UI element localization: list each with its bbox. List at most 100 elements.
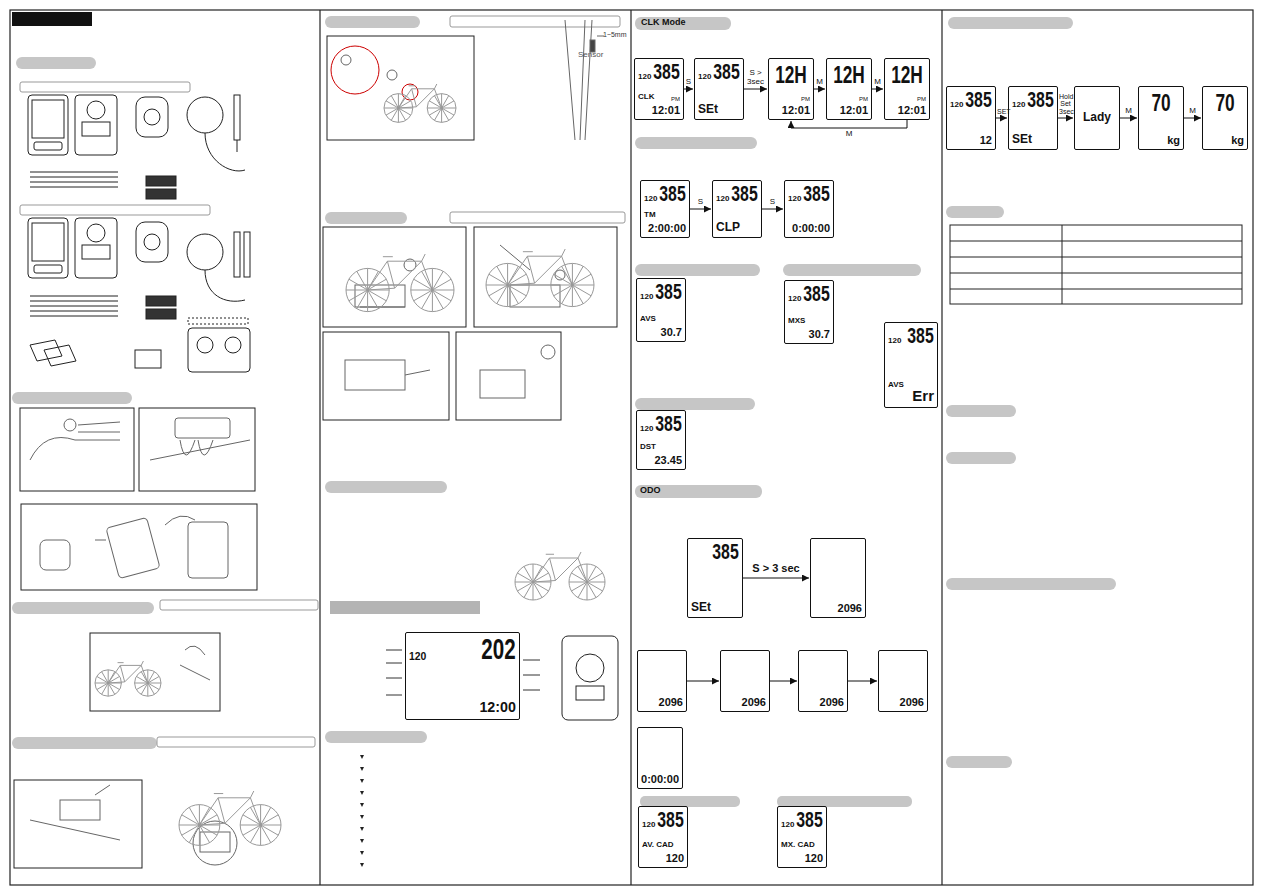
lcd-readout: 120 xyxy=(644,195,657,204)
kit-parts-part xyxy=(75,218,117,278)
lcd-readout: 385 xyxy=(797,809,823,831)
mounting-sketch-part xyxy=(175,418,230,438)
lcd-readout: 385 xyxy=(656,413,682,435)
lcd-readout: 2096 xyxy=(820,696,844,708)
wheel xyxy=(179,805,220,846)
spoke xyxy=(386,101,411,115)
lcd-readout: 12H xyxy=(891,63,923,87)
lcd-readout: 30.7 xyxy=(661,326,682,338)
spoke xyxy=(182,815,217,835)
lcd-readout: 12:01 xyxy=(652,104,680,116)
lcd-readout: 2:00:00 xyxy=(648,222,686,234)
mounting-sketch-part xyxy=(198,440,213,455)
lcd-readout: 12:00 xyxy=(479,700,516,716)
section-pill-part xyxy=(635,17,731,30)
lcd-screen: 2096 xyxy=(810,538,866,618)
picture-frame-part xyxy=(21,504,257,590)
lcd-readout: kg xyxy=(1167,134,1180,146)
flow-arrow xyxy=(996,118,1007,119)
callout-leader-part xyxy=(523,660,540,661)
lcd-readout: 2096 xyxy=(900,696,924,708)
lcd-readout: 120 xyxy=(640,293,653,302)
section-pill-part xyxy=(946,756,1012,768)
section-pill-part xyxy=(946,405,1016,417)
mounting-sketch-part xyxy=(555,270,565,280)
lcd-readout: Lady xyxy=(1083,111,1111,124)
lcd-readout: 70 xyxy=(1151,91,1170,115)
mounting-sketch xyxy=(30,20,604,865)
section-pill-part xyxy=(783,264,921,276)
mounting-sketch-part xyxy=(78,422,120,425)
spec-table-part xyxy=(950,257,1242,258)
section-pill xyxy=(12,16,1116,807)
section-pill-part xyxy=(16,57,96,69)
callout-leader-part xyxy=(523,675,540,676)
kit-parts-part xyxy=(197,337,213,353)
mounting-sketch-part xyxy=(345,360,405,390)
lcd-screen: 120385AV. CAD120 xyxy=(638,806,688,868)
mounting-sketch-part xyxy=(185,646,205,655)
lcd-readout: 385 xyxy=(660,183,686,205)
picture-frame-part xyxy=(323,227,466,327)
wheel xyxy=(515,564,551,600)
lcd-screen: 120385MX. CAD120 xyxy=(777,806,827,868)
lcd-readout: CLK xyxy=(638,93,654,102)
list-marker-part xyxy=(360,755,364,759)
kit-parts-part xyxy=(135,350,161,368)
flow-arrow xyxy=(743,578,809,579)
lcd-readout: 2096 xyxy=(659,696,683,708)
edge-label: S xyxy=(698,198,703,206)
section-pill-part xyxy=(635,398,755,410)
lcd-readout: 385 xyxy=(804,283,830,305)
kit-parts-part xyxy=(30,301,118,302)
subtitle-outline-part xyxy=(20,205,210,215)
lcd-screen: 0:00:00 xyxy=(637,727,683,789)
kit-parts-part xyxy=(234,232,240,277)
lcd-screen: 12HPM12:01 xyxy=(826,58,872,120)
edge-label: Hold Set 3sec xyxy=(1059,93,1072,115)
lcd-readout: 120 xyxy=(409,651,426,662)
mounting-sketch-part xyxy=(95,540,106,541)
flow-arrow xyxy=(872,89,883,90)
section-pill-part xyxy=(325,16,420,28)
kit-parts-part xyxy=(30,306,118,307)
kit-parts-part xyxy=(144,234,160,250)
lcd-readout: 120 xyxy=(638,73,651,82)
lcd-readout: 0:00:00 xyxy=(641,773,679,785)
list-marker xyxy=(360,755,364,867)
list-marker-part xyxy=(360,791,364,795)
lcd-readout: 120 xyxy=(781,821,794,830)
mounting-sketch-part xyxy=(30,820,120,840)
list-marker-part xyxy=(360,767,364,771)
subtitle-outline-part xyxy=(450,212,625,223)
kit-parts-part xyxy=(30,340,62,361)
lcd-screen: 2096 xyxy=(878,650,928,712)
text-label: Sensor xyxy=(578,51,603,59)
kit-parts-part xyxy=(187,97,223,133)
mounting-sketch-part xyxy=(565,20,575,140)
flow-arrow xyxy=(770,681,797,682)
spec-table xyxy=(950,225,1242,304)
mounting-sketch-part xyxy=(580,20,585,140)
kit-parts-part xyxy=(146,176,176,186)
mounting-sketch-part xyxy=(165,516,195,525)
lcd-readout: 120 xyxy=(950,101,963,110)
kit-parts-part xyxy=(237,140,238,152)
wheel xyxy=(569,564,605,600)
picture-frame-part xyxy=(14,780,142,868)
lcd-readout: 120 xyxy=(1012,101,1025,110)
wheel xyxy=(384,94,413,123)
lcd-readout: 70 xyxy=(1215,91,1234,115)
kit-parts-part xyxy=(30,182,118,183)
mounting-sketch-part xyxy=(597,36,604,37)
spoke xyxy=(97,676,120,689)
device-back-part xyxy=(562,636,618,720)
lcd-readout: 202 xyxy=(482,635,516,664)
lcd-readout: SEt xyxy=(1012,133,1032,146)
lcd-screen: 120385CLP xyxy=(712,180,762,238)
kit-parts-part xyxy=(28,218,68,278)
callout-leader-part xyxy=(386,663,402,664)
edge-label: M xyxy=(1189,107,1196,115)
section-pill-part xyxy=(946,452,1016,464)
